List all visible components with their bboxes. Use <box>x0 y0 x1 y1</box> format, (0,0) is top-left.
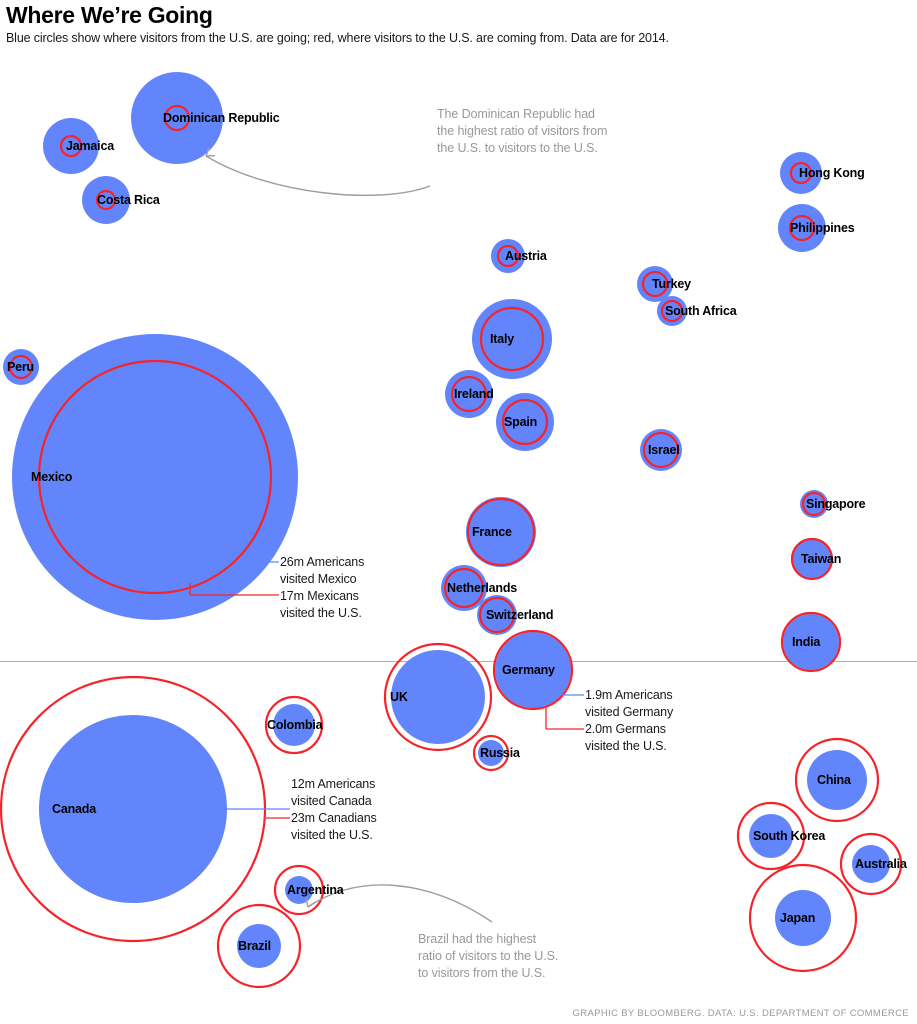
bubble-label-israel: Israel <box>648 443 680 457</box>
bubble-label-uk: UK <box>390 690 408 704</box>
bubble-label-brazil: Brazil <box>238 939 271 953</box>
bubble-label-mexico: Mexico <box>31 470 73 484</box>
germany-red-leader <box>545 708 584 730</box>
bubble-peru[interactable] <box>3 349 39 385</box>
bubble-label-france: France <box>472 525 512 539</box>
mexico-red-leader <box>189 583 279 596</box>
bubble-label-russia: Russia <box>480 746 520 760</box>
canada-callout-blue-line-1: 12m Americans <box>291 777 376 791</box>
bubble-austria[interactable] <box>491 239 525 273</box>
page-subtitle: Blue circles show where visitors from th… <box>6 31 669 45</box>
bubble-mexico[interactable] <box>12 334 298 620</box>
germany-callout: 1.9m Americans visited Germany 2.0m German… <box>585 687 673 755</box>
mexico-callout-red-line-2: visited the U.S. <box>280 606 362 620</box>
bubble-turkey[interactable] <box>637 266 673 302</box>
bubble-dominican-republic[interactable] <box>131 72 223 164</box>
bubble-spain[interactable] <box>496 393 554 451</box>
brazil-arrow <box>307 884 493 923</box>
dominican-republic-note: The Dominican Republic had the highest r… <box>437 107 608 155</box>
dominican-republic-arrow <box>205 155 431 197</box>
bubble-label-south-africa: South Africa <box>665 304 737 318</box>
bubble-taiwan[interactable] <box>790 537 834 581</box>
bubble-label-taiwan: Taiwan <box>801 552 842 566</box>
bubble-canada[interactable] <box>0 675 267 943</box>
bubble-jamaica[interactable] <box>43 118 99 174</box>
bubble-philippines[interactable] <box>778 204 826 252</box>
bubble-label-austria: Austria <box>505 249 547 263</box>
germany-callout-blue-line-2: visited Germany <box>585 705 674 719</box>
bubble-russia[interactable] <box>472 734 510 772</box>
bubble-singapore[interactable] <box>800 490 828 518</box>
mexico-callout: 26m Americans visited Mexico 17m Mexicans v… <box>280 554 364 622</box>
bubble-label-singapore: Singapore <box>806 497 866 511</box>
bubble-label-argentina: Argentina <box>287 883 344 897</box>
page-title: Where We’re Going <box>6 2 213 28</box>
bubble-label-hong-kong: Hong Kong <box>799 166 865 180</box>
bubble-uk[interactable] <box>383 642 493 752</box>
brazil-arrowhead <box>305 898 316 908</box>
bubble-label-dominican-republic: Dominican Republic <box>163 111 280 125</box>
bubble-label-italy: Italy <box>490 332 515 346</box>
canada-callout: 12m Americans visited Canada 23m Canadians… <box>291 776 377 844</box>
bubble-switzerland[interactable] <box>477 595 517 635</box>
bubble-ireland[interactable] <box>445 370 493 418</box>
bubble-label-ireland: Ireland <box>454 387 494 401</box>
dominican-republic-arrowhead <box>205 147 216 157</box>
bubble-label-japan: Japan <box>780 911 816 925</box>
bubble-costa-rica[interactable] <box>82 176 130 224</box>
bubble-label-switzerland: Switzerland <box>486 608 554 622</box>
bubble-label-germany: Germany <box>502 663 555 677</box>
bubble-italy[interactable] <box>472 299 552 379</box>
bubble-label-india: India <box>792 635 821 649</box>
bubble-china[interactable] <box>794 737 880 823</box>
bubble-label-peru: Peru <box>7 360 34 374</box>
canada-callout-red-line-2: visited the U.S. <box>291 828 373 842</box>
bubble-india[interactable] <box>780 611 842 673</box>
mexico-callout-blue-line-2: visited Mexico <box>280 572 357 586</box>
bubble-australia[interactable] <box>839 832 903 896</box>
brazil-note: Brazil had the highest ratio of visitors… <box>418 932 559 980</box>
bubble-label-colombia: Colombia <box>267 718 323 732</box>
source-credit: GRAPHIC BY BLOOMBERG. DATA: U.S. DEPARTM… <box>572 1008 909 1019</box>
bubble-brazil[interactable] <box>216 903 302 989</box>
germany-callout-blue-line-1: 1.9m Americans <box>585 688 673 702</box>
bubble-france[interactable] <box>466 497 536 567</box>
germany-callout-red-line-2: visited the U.S. <box>585 739 667 753</box>
bubble-label-spain: Spain <box>504 415 538 429</box>
bubble-netherlands[interactable] <box>441 565 487 611</box>
mexico-callout-red-line-1: 17m Mexicans <box>280 589 359 603</box>
bubble-label-turkey: Turkey <box>652 277 691 291</box>
bubble-label-costa-rica: Costa Rica <box>97 193 160 207</box>
bubble-label-philippines: Philippines <box>790 221 855 235</box>
bubble-south-korea[interactable] <box>736 801 806 871</box>
bubble-israel[interactable] <box>640 429 682 471</box>
bubble-colombia[interactable] <box>264 695 324 755</box>
bubble-label-australia: Australia <box>855 857 907 871</box>
chart-header: Where We’re Going Blue circles show wher… <box>6 2 906 46</box>
bubble-label-canada: Canada <box>52 802 96 816</box>
mexico-callout-blue-line-1: 26m Americans <box>280 555 365 569</box>
canada-callout-red-line-1: 23m Canadians <box>291 811 377 825</box>
bubble-germany[interactable] <box>492 629 574 711</box>
bubble-south-africa[interactable] <box>657 296 687 326</box>
bubble-label-netherlands: Netherlands <box>447 581 518 595</box>
bubble-label-jamaica: Jamaica <box>66 139 114 153</box>
bubble-label-china: China <box>817 773 851 787</box>
bubble-argentina[interactable] <box>273 864 325 916</box>
germany-callout-red-line-1: 2.0m Germans <box>585 722 666 736</box>
bubble-label-south-korea: South Korea <box>753 829 826 843</box>
canada-callout-blue-line-2: visited Canada <box>291 794 372 808</box>
bubble-japan[interactable] <box>748 863 858 973</box>
bubble-hong-kong[interactable] <box>780 152 822 194</box>
